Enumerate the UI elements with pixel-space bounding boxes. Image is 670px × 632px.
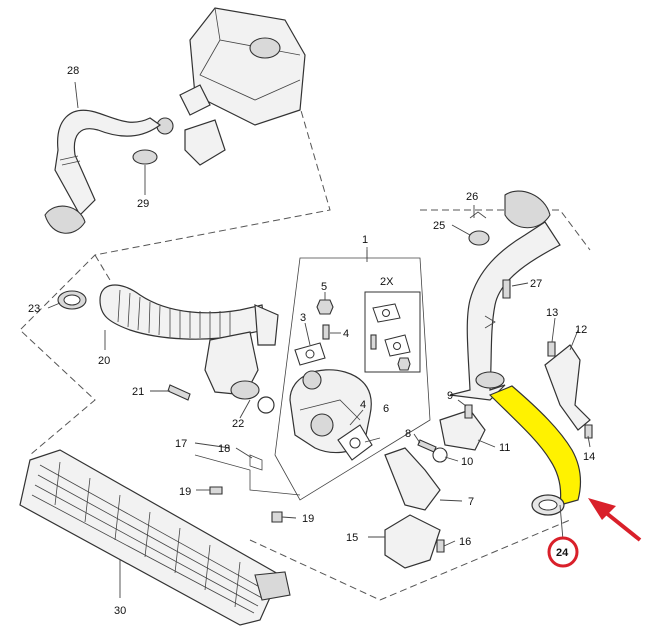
bolt-8[interactable] [417, 439, 437, 453]
bolt-21[interactable] [167, 384, 191, 401]
bolt-27[interactable] [484, 279, 511, 329]
pipe-17-18[interactable] [194, 454, 301, 496]
intake-hose-20[interactable] [99, 284, 279, 400]
label-30: 30 [114, 605, 126, 617]
label-4a: 4 [343, 328, 349, 340]
charge-hose-24-highlighted[interactable] [488, 385, 582, 516]
label-7: 7 [468, 496, 474, 508]
bracket-7[interactable] [384, 447, 441, 511]
label-13: 13 [546, 307, 558, 319]
label-3: 3 [300, 312, 306, 324]
clamp-29[interactable] [132, 149, 158, 165]
callout-circle-24[interactable] [547, 536, 579, 568]
label-14: 14 [583, 451, 595, 463]
clamp-25[interactable] [468, 230, 490, 246]
label-25: 25 [433, 220, 445, 232]
intercooler-30[interactable] [19, 449, 291, 626]
assembly-outline [19, 89, 591, 601]
bolt-14[interactable] [584, 424, 593, 439]
label-2x: 2X [380, 276, 394, 288]
label-24: 24 [556, 547, 569, 559]
clip-26[interactable] [469, 211, 487, 219]
label-23: 23 [28, 303, 40, 315]
valve-11[interactable] [439, 409, 486, 451]
clamp-23[interactable] [57, 290, 87, 310]
label-22: 22 [232, 418, 244, 430]
label-21: 21 [132, 386, 144, 398]
charge-hose-upper[interactable] [449, 190, 561, 401]
label-10: 10 [461, 456, 473, 468]
shield-15[interactable] [384, 514, 441, 569]
label-5: 5 [321, 281, 327, 293]
bolt-9[interactable] [464, 404, 473, 419]
bracket-12[interactable] [544, 344, 591, 431]
label-6: 6 [383, 403, 389, 415]
label-27: 27 [530, 278, 542, 290]
gasket-kit-2x[interactable] [364, 291, 421, 373]
label-11: 11 [499, 442, 510, 454]
label-4b: 4 [360, 399, 366, 411]
label-1: 1 [362, 234, 368, 246]
bolt-19-right[interactable] [271, 511, 283, 523]
label-9: 9 [447, 390, 453, 402]
stud-4[interactable] [322, 324, 330, 340]
label-16: 16 [459, 536, 471, 548]
label-18: 18 [218, 443, 230, 455]
label-8: 8 [405, 428, 411, 440]
bolt-16[interactable] [436, 539, 445, 553]
label-17: 17 [175, 438, 187, 450]
gasket-10[interactable] [432, 447, 448, 463]
label-29: 29 [137, 198, 149, 210]
gasket-3[interactable] [294, 342, 326, 366]
part-labels: 28 29 23 20 21 22 17 18 19 19 30 1 2X 3 … [28, 65, 595, 617]
nut-5[interactable] [316, 299, 334, 315]
label-20: 20 [98, 355, 110, 367]
label-15: 15 [346, 532, 358, 544]
leader-lines [47, 81, 591, 598]
bolt-19-left[interactable] [209, 486, 223, 495]
label-26: 26 [466, 191, 478, 203]
hose-28[interactable] [44, 109, 162, 234]
label-19a: 19 [179, 486, 191, 498]
bolt-13[interactable] [547, 341, 556, 357]
label-28: 28 [67, 65, 79, 77]
gasket-6[interactable] [337, 424, 373, 461]
label-12: 12 [575, 324, 587, 336]
label-19b: 19 [302, 513, 314, 525]
air-cleaner-assembly[interactable] [156, 7, 306, 166]
gasket-22[interactable] [257, 396, 275, 414]
arrow-pointer-icon [588, 498, 642, 542]
